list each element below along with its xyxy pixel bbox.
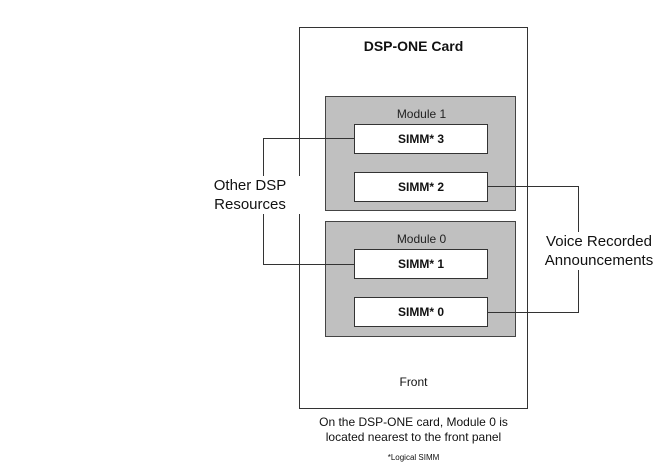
other-dsp-line1: Other DSP (213, 177, 287, 194)
simm-2: SIMM* 2 (354, 172, 488, 202)
connector-simm-0 (488, 312, 579, 313)
front-label: Front (399, 375, 428, 389)
footnote: *Logical SIMM (387, 453, 440, 462)
module-0-label: Module 0 (396, 232, 447, 246)
connector-simm-1 (263, 264, 355, 265)
voice-line2: Announcements (544, 252, 654, 269)
dsp-one-card (299, 27, 528, 409)
simm-0: SIMM* 0 (354, 297, 488, 327)
simm-1: SIMM* 1 (354, 249, 488, 279)
voice-line1: Voice Recorded (546, 233, 652, 250)
module-1-label: Module 1 (396, 107, 447, 121)
voice-recorded-announcements-label: Voice Recorded Announcements (536, 232, 662, 270)
simm-3-label: SIMM* 3 (397, 132, 444, 146)
connector-simm-3 (263, 138, 355, 139)
other-dsp-line2: Resources (214, 196, 286, 213)
caption-line1: On the DSP-ONE card, Module 0 is (319, 415, 508, 429)
card-title: DSP-ONE Card (363, 38, 464, 54)
simm-2-label: SIMM* 2 (397, 180, 444, 194)
simm-0-label: SIMM* 0 (397, 305, 444, 319)
simm-3: SIMM* 3 (354, 124, 488, 154)
caption: On the DSP-ONE card, Module 0 is located… (299, 415, 528, 445)
simm-1-label: SIMM* 1 (397, 257, 444, 271)
other-dsp-resources-label: Other DSP Resources (200, 176, 300, 214)
connector-simm-2 (488, 186, 579, 187)
caption-line2: located nearest to the front panel (325, 430, 502, 444)
